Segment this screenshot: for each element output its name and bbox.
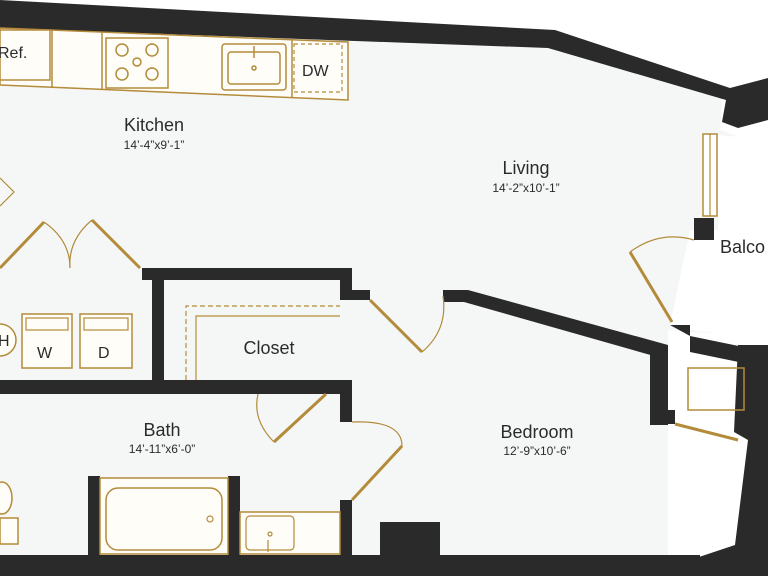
door-swings — [256, 236, 695, 502]
refrigerator-label: Ref. — [0, 45, 27, 62]
bedroom-dimensions: 12’-9”x10’-6” — [503, 444, 570, 458]
kitchen-label: Kitchen — [124, 115, 184, 135]
bedroom-label: Bedroom — [500, 422, 573, 442]
washer: W — [21, 313, 73, 369]
dryer: D — [79, 313, 133, 369]
kitchen-sink — [221, 43, 287, 91]
cooktop — [105, 37, 169, 89]
interior-walls — [0, 268, 768, 560]
toilet — [0, 481, 19, 545]
living-dimensions: 14’-2”x10’-1” — [492, 181, 559, 195]
dryer-label: D — [98, 345, 110, 362]
living-label: Living — [502, 158, 549, 178]
refrigerator: Ref. — [0, 29, 51, 81]
bath-label: Bath — [143, 420, 180, 440]
kitchen-counter — [0, 27, 349, 101]
dishwasher-label: DW — [302, 63, 330, 80]
kitchen-dimensions: 14’-4”x9’-1” — [124, 138, 185, 152]
washer-label: W — [37, 345, 53, 362]
bedroom-wardrobe — [674, 367, 745, 442]
dishwasher: DW — [293, 43, 343, 93]
closet-label: Closet — [243, 338, 294, 358]
closet-shelf — [185, 305, 340, 380]
water-heater-label: H — [0, 333, 10, 350]
laundry-bifold-doors — [0, 177, 142, 270]
balcony-label: Balco — [720, 237, 765, 257]
room-labels: Kitchen 14’-4”x9’-1” Living 14’-2”x10’-1… — [124, 115, 765, 458]
balcony-window — [702, 133, 718, 217]
bath-vanity — [239, 511, 341, 555]
floor-area — [0, 22, 768, 555]
bathtub — [99, 477, 229, 555]
water-heater: H — [0, 323, 17, 357]
bath-dimensions: 14’-11”x6’-0” — [129, 442, 195, 456]
